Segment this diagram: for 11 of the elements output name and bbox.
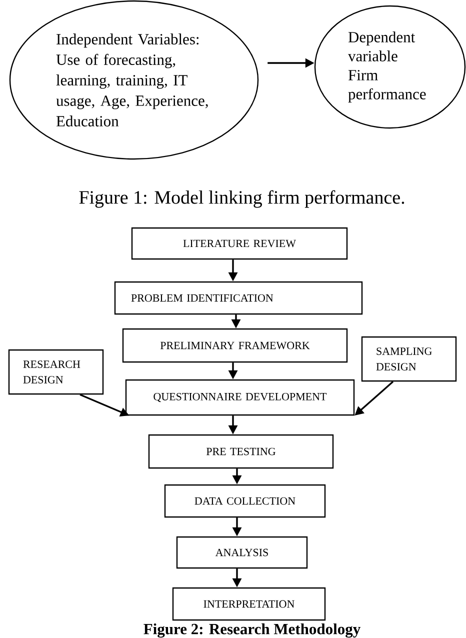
figure-caption: Figure 1: Model linking firm performance. bbox=[79, 190, 404, 208]
process-box: DATA COLLECTION bbox=[164, 484, 326, 518]
process-box: LITERATURE REVIEW bbox=[131, 227, 348, 260]
process-box: PROBLEM IDENTIFICATION bbox=[114, 281, 363, 315]
process-box: INTERPRETATION bbox=[172, 587, 326, 621]
process-box: ANALYSIS bbox=[176, 536, 308, 569]
process-box: RESEARCH DESIGN bbox=[8, 349, 104, 395]
process-box: PRE TESTING bbox=[148, 434, 334, 469]
process-box: PRELIMINARY FRAMEWORK bbox=[122, 328, 348, 363]
process-box: SAMPLING DESIGN bbox=[361, 336, 457, 382]
process-box: QUESTIONNAIRE DEVELOPMENT bbox=[125, 379, 355, 416]
